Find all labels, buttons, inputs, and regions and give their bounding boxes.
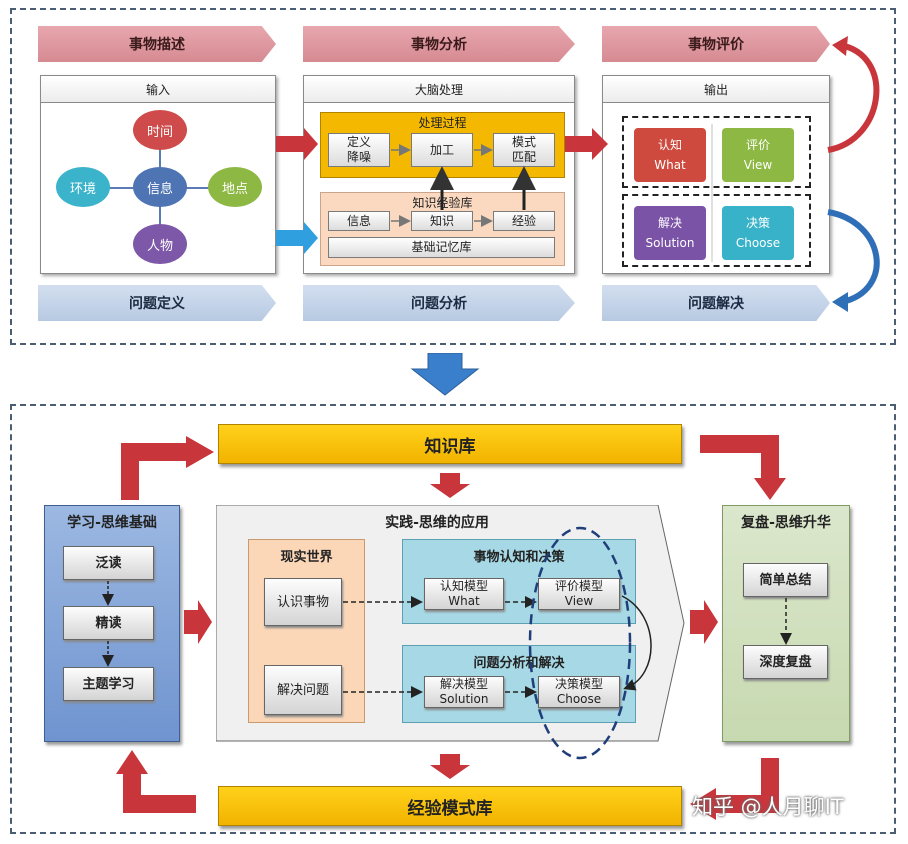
kb-info: 信息 xyxy=(328,211,390,231)
blue-arrow-input-to-brain xyxy=(276,222,318,254)
cognition-model-what: 认知模型 What xyxy=(424,578,504,610)
choose-model: 决策模型 Choose xyxy=(538,676,620,708)
output-group-lower xyxy=(622,194,811,267)
red-arrow-brain-to-output xyxy=(565,128,608,160)
learning-topic: 主题学习 xyxy=(63,667,154,701)
node-time: 时间 xyxy=(133,110,187,150)
red-loop-arrow xyxy=(827,42,880,153)
quad-what: 认知 What xyxy=(634,128,706,182)
kb-base-memory: 基础记忆库 xyxy=(328,237,555,258)
review-title: 复盘-思维升华 xyxy=(741,515,831,531)
top-section xyxy=(10,8,896,345)
quad-solution-en: Solution xyxy=(645,236,695,250)
output-panel-title: 输出 xyxy=(603,76,829,103)
output-group-upper xyxy=(622,116,811,188)
analysis-title: 问题分析和解决 xyxy=(473,656,565,671)
header-analyze: 事物分析 xyxy=(303,26,575,62)
quad-solution: 解决 Solution xyxy=(634,206,706,260)
header-solve: 问题解决 xyxy=(602,285,830,321)
node-person: 人物 xyxy=(133,224,187,264)
quad-what-cn: 认知 xyxy=(657,138,682,152)
solve-problems: 解决问题 xyxy=(264,665,342,715)
watermark: 知乎 @人月聊IT xyxy=(692,795,844,819)
brain-panel-title: 大脑处理 xyxy=(304,76,574,103)
input-panel-title: 输入 xyxy=(41,76,275,103)
blue-loop-arrow xyxy=(827,209,880,305)
learning-skim: 泛读 xyxy=(63,546,154,580)
quad-what-en: What xyxy=(654,158,686,172)
review-simple-summary: 简单总结 xyxy=(743,563,828,597)
evaluation-model-view: 评价模型 View xyxy=(538,578,620,610)
learning-title: 学习-思维基础 xyxy=(67,515,157,531)
node-environment: 环境 xyxy=(56,167,110,207)
section-down-arrow xyxy=(410,353,480,396)
quad-choose-cn: 决策 xyxy=(745,216,770,230)
header-describe: 事物描述 xyxy=(38,26,276,62)
brain-arrows xyxy=(391,144,536,227)
review-deep-retrospective: 深度复盘 xyxy=(743,645,828,679)
experience-pattern-bar: 经验模式库 xyxy=(218,786,682,826)
bottom-section xyxy=(10,404,896,834)
kb-experience: 经验 xyxy=(493,211,555,231)
header-define: 问题定义 xyxy=(38,285,276,321)
knowledge-base-bar: 知识库 xyxy=(218,424,682,464)
review-column xyxy=(722,505,850,742)
solution-model: 解决模型 Solution xyxy=(424,676,504,708)
real-world-title: 现实世界 xyxy=(280,550,333,565)
header-evaluate: 事物评价 xyxy=(602,26,830,62)
highlight-ellipse xyxy=(528,526,632,760)
node-place: 地点 xyxy=(208,167,262,207)
node-info: 信息 xyxy=(133,167,187,207)
process-title: 处理过程 xyxy=(418,116,467,130)
learning-intensive: 精读 xyxy=(63,606,154,640)
top-arrows xyxy=(276,36,880,312)
output-divider xyxy=(711,124,713,262)
cognition-title: 事物认知和决策 xyxy=(473,550,565,565)
step-define-denoise: 定义 降噪 xyxy=(328,133,390,167)
step-process: 加工 xyxy=(411,133,473,167)
practice-title: 实践-思维的应用 xyxy=(385,515,489,531)
bottom-arrows xyxy=(102,435,792,820)
quad-view-en: View xyxy=(743,158,773,172)
header-problem-analysis: 问题分析 xyxy=(303,285,575,321)
quad-view: 评价 View xyxy=(722,128,794,182)
step-pattern-match: 模式 匹配 xyxy=(493,133,555,167)
quad-choose-en: Choose xyxy=(735,236,781,250)
kb-knowledge: 知识 xyxy=(411,211,473,231)
quad-solution-cn: 解决 xyxy=(657,216,682,230)
recognize-things: 认识事物 xyxy=(264,578,342,626)
red-arrow-input-to-brain xyxy=(276,128,318,160)
quad-choose: 决策 Choose xyxy=(722,206,794,260)
quad-view-cn: 评价 xyxy=(745,138,770,152)
